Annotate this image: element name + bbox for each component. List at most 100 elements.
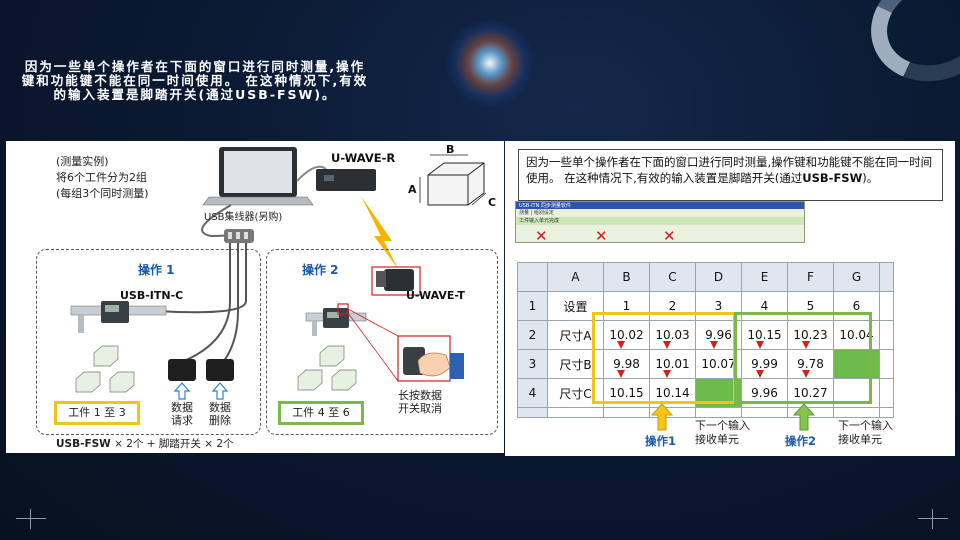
grid-cell: 9.99 <box>741 349 788 379</box>
corner-mark-left <box>16 509 46 529</box>
right-diagram-panel: 因为一些单个操作者在下面的窗口进行同时测量,操作键和功能键不能在同一时间使用。 … <box>505 141 955 456</box>
down-arrow-icon <box>756 341 764 349</box>
dimension-b-label: B <box>446 143 455 156</box>
usb-itn-c-label: USB-ITN-C <box>120 289 184 302</box>
connection-diagram <box>70 147 487 400</box>
operation-2-arrow-icon <box>793 403 815 431</box>
corner-mark-right <box>918 509 948 529</box>
col-header-e: E <box>741 262 788 292</box>
row-number-empty <box>517 407 548 418</box>
example-line3: (每组3个同时测量) <box>56 187 149 200</box>
table-row: 1 设置 1 2 3 4 5 6 <box>517 291 894 321</box>
x-mark-icon-2: ✕ <box>595 227 608 245</box>
parts-4-6-label: 工件 4 至 6 <box>278 401 364 425</box>
grid-cell <box>879 407 894 418</box>
workpiece-cubes-2 <box>297 345 357 391</box>
footer-rest: × 2个 + 脚踏开关 × 2个 <box>110 438 234 450</box>
laptop-icon <box>202 147 314 206</box>
down-arrow-icon <box>617 370 625 378</box>
down-arrow-icon <box>756 370 764 378</box>
parts-1-3-label: 工件 1 至 3 <box>54 401 140 425</box>
footer-note: USB-FSW × 2个 + 脚踏开关 × 2个 <box>56 437 234 451</box>
workpiece-dimension-icon <box>419 154 487 206</box>
down-arrow-icon <box>710 341 718 349</box>
mini-window-title: USB-ITN 同步测量软件 <box>516 202 804 209</box>
receiver-icon <box>316 169 376 191</box>
hub-label: USB集线器(另购) <box>204 212 283 223</box>
footer-prefix: USB-FSW <box>56 438 111 450</box>
row-number: 1 <box>517 291 548 321</box>
grid-cell <box>833 407 880 418</box>
callout-text: 因为一些单个操作者在下面的窗口进行同时测量,操作键和功能键不能在同一时间使用。 … <box>526 155 933 185</box>
grid-cell <box>879 378 894 408</box>
grid-cell <box>741 407 788 418</box>
table-row: 4 尺寸C 10.15 10.14 9.96 10.27 <box>517 378 894 408</box>
down-arrow-icon <box>802 370 810 378</box>
data-request-label: 数据 请求 <box>171 401 193 427</box>
slide-title: 因为一些单个操作者在下面的窗口进行同时测量,操作键和功能键不能在同一时间使用。 … <box>21 59 369 102</box>
grid-cell <box>603 407 650 418</box>
operation-1-caption: 操作1 <box>645 434 677 448</box>
next-input-label-2: 下一个输入 接收单元 <box>838 419 893 446</box>
example-line2: 将6个工件分为2组 <box>56 171 147 184</box>
long-press-label: 长按数据 开关取消 <box>398 389 442 415</box>
grid-cell: 10.01 <box>649 349 696 379</box>
col-header-extra <box>879 262 894 292</box>
operation-1-group <box>36 249 261 435</box>
col-header-a: A <box>547 262 604 292</box>
col-header-g: G <box>833 262 880 292</box>
operation-1-arrow-icon <box>651 403 673 431</box>
down-arrow-icon <box>663 370 671 378</box>
ring-logo-decoration <box>855 0 960 99</box>
grid-cell: 10.03 <box>649 320 696 350</box>
uwave-r-label: U-WAVE-R <box>331 151 396 165</box>
left-diagram-panel: (测量实例) 将6个工件分为2组 (每组3个同时测量) USB集线器(另购) U… <box>6 141 504 453</box>
usb-hub-icon <box>224 229 254 243</box>
mini-software-window: USB-ITN 同步测量软件 测量 | 组别设定 工件输入单元完成 <box>515 201 805 243</box>
footswitch-request <box>168 359 196 381</box>
col-header-d: D <box>695 262 742 292</box>
operation-2-group <box>266 249 498 435</box>
spreadsheet-grid: A B C D E F G 1 设置 1 2 3 4 5 6 2 尺寸A 10.… <box>517 262 894 418</box>
row-number: 4 <box>517 378 548 408</box>
grid-cell: 4 <box>741 291 788 321</box>
operation-1-frame <box>592 312 736 404</box>
down-arrow-icon <box>617 341 625 349</box>
data-delete-label: 数据 删除 <box>209 401 231 427</box>
caliper-icon-2 <box>305 266 464 382</box>
light-flare-decoration <box>445 18 535 108</box>
grid-cell: 5 <box>787 291 834 321</box>
callout-bold: USB-FSW <box>802 171 863 185</box>
wireless-bolt-icon <box>361 196 398 269</box>
operation-2-caption: 操作2 <box>785 434 817 448</box>
up-arrow-icon-2 <box>211 382 229 400</box>
next-input-label-1: 下一个输入 接收单元 <box>695 419 750 446</box>
caliper-icon-1 <box>70 301 167 333</box>
row-number: 2 <box>517 320 548 350</box>
dimension-a-label: A <box>408 183 417 196</box>
operation-1-label: 操作 1 <box>138 263 175 277</box>
col-header-b: B <box>603 262 650 292</box>
corner-cell <box>517 262 548 292</box>
row-number: 3 <box>517 349 548 379</box>
col-header-f: F <box>787 262 834 292</box>
workpiece-cubes-1 <box>75 345 135 393</box>
callout-box: 因为一些单个操作者在下面的窗口进行同时测量,操作键和功能键不能在同一时间使用。 … <box>518 149 943 201</box>
example-title: (测量实例) <box>56 155 109 168</box>
mini-window-row1: 测量 | 组别设定 <box>519 210 554 216</box>
footswitch-delete <box>206 359 234 381</box>
operation-2-label: 操作 2 <box>302 263 339 277</box>
callout-end: )。 <box>862 171 879 185</box>
x-mark-icon-3: ✕ <box>663 227 676 245</box>
grid-cell <box>879 320 894 350</box>
up-arrow-icon-1 <box>173 382 191 400</box>
down-arrow-icon <box>663 341 671 349</box>
uwave-t-label: U-WAVE-T <box>406 289 465 302</box>
grid-cell <box>547 407 604 418</box>
x-mark-icon-1: ✕ <box>535 227 548 245</box>
down-arrow-icon <box>802 341 810 349</box>
grid-cell <box>695 407 742 418</box>
mini-window-row2: 工件输入单元完成 <box>516 217 804 225</box>
grid-cell <box>879 349 894 379</box>
operation-2-frame <box>734 312 872 404</box>
